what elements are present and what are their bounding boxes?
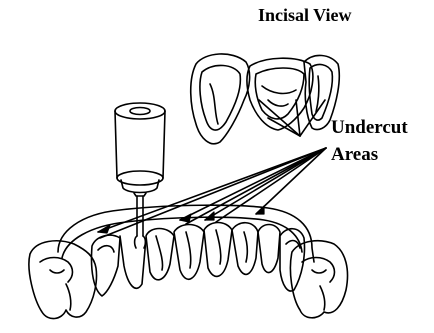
incisal-view-label: Incisal View: [258, 6, 352, 26]
undercut-areas-label-line1: Undercut: [331, 118, 408, 139]
arch-pointer-lines: [98, 148, 326, 238]
undercut-areas-label-line2: Areas: [331, 145, 378, 166]
arch-anterior-teeth: [120, 223, 280, 289]
arch-molar-left: [29, 241, 97, 319]
dental-surveyor-icon: [115, 103, 165, 248]
arch-premolar-right: [280, 229, 305, 291]
incisal-teeth-icon: [191, 54, 340, 144]
incisal-tooth-left: [191, 54, 250, 144]
